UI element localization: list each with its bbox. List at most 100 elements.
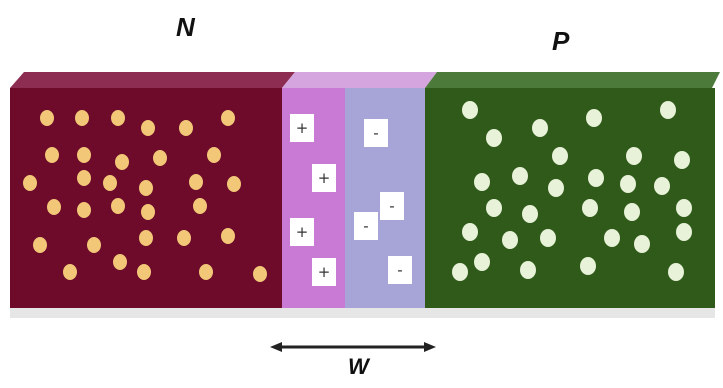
- negative-ion-box: -: [354, 212, 378, 240]
- electron-dot: [189, 174, 203, 190]
- positive-ion-box: +: [312, 258, 336, 286]
- ion-box-background: [312, 164, 336, 192]
- electron-dot: [77, 170, 91, 186]
- hole-dot: [502, 231, 518, 249]
- electron-dot: [47, 199, 61, 215]
- electron-dot: [115, 154, 129, 170]
- depletion-region-top-face: [282, 72, 437, 88]
- electron-dot: [139, 230, 153, 246]
- positive-ion-box: +: [312, 164, 336, 192]
- ion-box-background: [364, 119, 388, 147]
- electron-dot: [153, 150, 167, 166]
- hole-dot: [462, 223, 478, 241]
- hole-dot: [668, 263, 684, 281]
- hole-dot: [452, 263, 468, 281]
- electron-dot: [177, 230, 191, 246]
- electron-dot: [23, 175, 37, 191]
- hole-dot: [582, 199, 598, 217]
- hole-dot: [540, 229, 556, 247]
- n-region-label: N: [176, 12, 195, 42]
- hole-dot: [676, 199, 692, 217]
- hole-dot: [522, 205, 538, 223]
- ion-box-background: [388, 256, 412, 284]
- electron-dot: [77, 147, 91, 163]
- hole-dot: [586, 109, 602, 127]
- hole-dots: [452, 101, 692, 281]
- negative-sign: -: [373, 124, 378, 142]
- negative-ion-box: -: [364, 119, 388, 147]
- electron-dot: [199, 264, 213, 280]
- hole-dot: [486, 129, 502, 147]
- negative-ion-box: -: [380, 192, 404, 220]
- hole-dot: [552, 147, 568, 165]
- electron-dot: [87, 237, 101, 253]
- electron-dot: [33, 237, 47, 253]
- electron-dots: [23, 110, 267, 282]
- electron-dot: [141, 120, 155, 136]
- negative-ion-box: -: [388, 256, 412, 284]
- hole-dot: [626, 147, 642, 165]
- n-region-top-face: [10, 72, 295, 88]
- base-shadow: [10, 308, 715, 318]
- positive-ion-box: +: [290, 218, 314, 246]
- hole-dot: [474, 173, 490, 191]
- ion-box-background: [312, 258, 336, 286]
- hole-dot: [634, 235, 650, 253]
- positive-sign: +: [318, 263, 331, 281]
- width-arrow: [270, 342, 436, 352]
- electron-dot: [141, 204, 155, 220]
- hole-dot: [624, 203, 640, 221]
- electron-dot: [207, 147, 221, 163]
- electron-dot: [103, 175, 117, 191]
- hole-dot: [660, 101, 676, 119]
- electron-dot: [63, 264, 77, 280]
- hole-dot: [520, 261, 536, 279]
- hole-dot: [604, 229, 620, 247]
- electron-dot: [253, 266, 267, 282]
- electron-dot: [111, 198, 125, 214]
- electron-dot: [111, 110, 125, 126]
- electron-dot: [137, 264, 151, 280]
- electron-dot: [221, 110, 235, 126]
- hole-dot: [474, 253, 490, 271]
- positive-ion-box: +: [290, 114, 314, 142]
- negative-sign: -: [363, 217, 368, 235]
- positive-sign: +: [296, 119, 309, 137]
- hole-dot: [674, 151, 690, 169]
- hole-dot: [588, 169, 604, 187]
- p-region-label: P: [552, 26, 570, 56]
- ion-box-background: [290, 218, 314, 246]
- negative-sign: -: [389, 197, 394, 215]
- p-region-body: [425, 88, 715, 308]
- ion-box-background: [354, 212, 378, 240]
- hole-dot: [462, 101, 478, 119]
- electron-dot: [193, 198, 207, 214]
- electron-dot: [221, 228, 235, 244]
- width-label: W: [348, 354, 369, 379]
- ion-sign-boxes: + + + + - - - -: [290, 114, 412, 286]
- hole-dot: [486, 199, 502, 217]
- hole-dot: [620, 175, 636, 193]
- p-region-top-face: [425, 72, 720, 88]
- electron-dot: [45, 147, 59, 163]
- hole-dot: [512, 167, 528, 185]
- hole-dot: [532, 119, 548, 137]
- ion-box-background: [290, 114, 314, 142]
- electron-dot: [227, 176, 241, 192]
- ion-box-background: [380, 192, 404, 220]
- electron-dot: [179, 120, 193, 136]
- electron-dot: [139, 180, 153, 196]
- electron-dot: [75, 110, 89, 126]
- hole-dot: [580, 257, 596, 275]
- electron-dot: [113, 254, 127, 270]
- hole-dot: [548, 179, 564, 197]
- depletion-region: [282, 72, 437, 308]
- electron-dot: [77, 202, 91, 218]
- negative-sign: -: [397, 261, 402, 279]
- electron-dot: [40, 110, 54, 126]
- positive-sign: +: [296, 223, 309, 241]
- p-region: [425, 72, 720, 308]
- positive-sign: +: [318, 169, 331, 187]
- hole-dot: [676, 223, 692, 241]
